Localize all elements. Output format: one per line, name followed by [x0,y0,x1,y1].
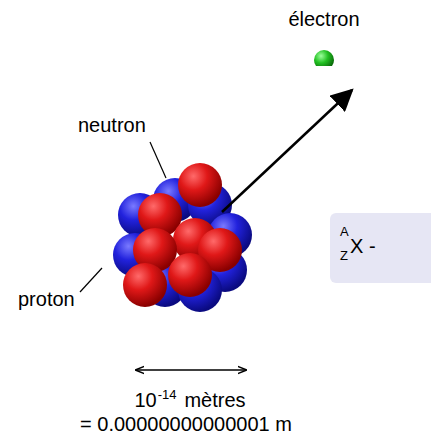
dimension-label: 10-14 mètres [0,388,380,412]
atomic-number: Z [340,249,348,263]
mass-number: A [340,225,349,239]
dimension-text: mètres [184,389,245,411]
part-label: proton [18,288,75,310]
neutron-sphere [123,263,167,307]
leader-line [150,142,166,178]
part-label: neutron [78,114,146,136]
exponent: -14 [158,387,177,402]
nuclide-symbol: X - [350,235,376,257]
leader-line [80,268,102,292]
electron-ball [314,50,334,66]
nucleus [113,163,252,312]
dimension-text: 10 [134,389,156,411]
neutron-sphere [168,253,212,297]
dimension-arrow [136,369,246,370]
dimension-value: = 0.00000000000001 m [0,413,372,435]
neutron-sphere [178,163,222,207]
equation-box: AZX - [330,213,431,283]
electron-label: électron [274,8,374,30]
electron-node: électron [274,8,374,66]
electron-symbol [274,30,374,66]
emission-arrow [222,90,352,212]
